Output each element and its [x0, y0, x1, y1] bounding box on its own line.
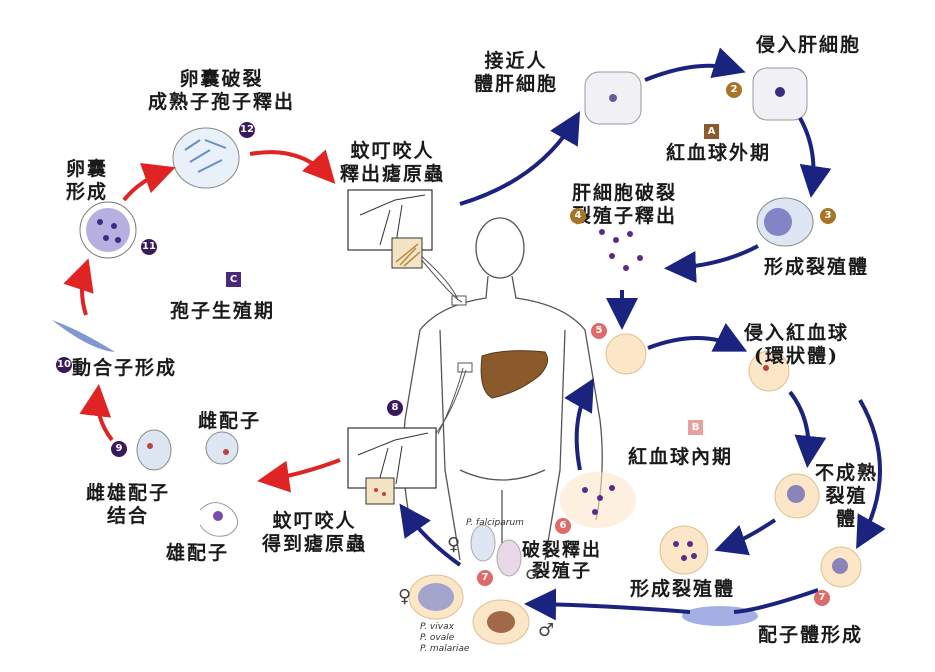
label-immature-schizont: 不成熟 裂殖 體	[815, 462, 878, 531]
label-line: 侵入紅血球	[744, 322, 850, 344]
stage-marker-c: C	[226, 272, 241, 287]
label-approach-liver: 接近人 體肝細胞	[474, 50, 558, 96]
label-line: 成熟子孢子釋出	[148, 91, 296, 113]
label-sporogony: 孢子生殖期	[170, 300, 276, 322]
step-badge-6: 6	[555, 518, 571, 534]
label-oocyst: 卵囊 形成	[66, 158, 108, 204]
species-others: P. vivax P. ovale P. malariae	[420, 622, 469, 655]
female-symbol: ♀	[398, 586, 412, 607]
label-line: 蚊叮咬人	[350, 140, 435, 162]
label-rbc-schizont: 形成裂殖體	[630, 578, 736, 600]
rbc-gametocyte	[820, 546, 862, 588]
label-line: 體肝細胞	[474, 73, 559, 95]
species-falciparum: P. falciparum	[466, 518, 524, 528]
label-gametocyte: 配子體形成	[758, 624, 864, 646]
step-badge-11: 11	[141, 239, 157, 255]
human-cycle-arrows	[399, 47, 886, 621]
liver-merozoites	[590, 222, 650, 276]
gametocyte-other-species	[408, 574, 530, 645]
microgamete	[199, 502, 239, 537]
connector-lines	[411, 247, 467, 441]
label-line: 蚊叮咬人	[272, 510, 357, 532]
label-line: 裂殖子	[532, 561, 592, 582]
label-line: 雌雄配子	[86, 482, 171, 504]
rbc-ring-stage	[748, 350, 790, 392]
label-invade-liver: 侵入肝細胞	[756, 34, 862, 56]
step-badge-2: 2	[726, 82, 742, 98]
label-erythrocytic: 紅血球內期	[628, 446, 734, 468]
label-liver-schizont: 形成裂殖體	[764, 256, 870, 278]
label-line: 不成熟	[815, 462, 879, 484]
label-line: 得到瘧原蟲	[262, 533, 368, 555]
species-line: P. ovale	[420, 633, 455, 643]
label-line: 體	[836, 508, 858, 530]
female-symbol: ♀	[447, 534, 461, 555]
label-exo-erythrocytic: 紅血球外期	[666, 142, 772, 164]
label-line: (環狀體)	[754, 345, 839, 367]
liver-cell-approach	[584, 71, 642, 125]
liver-organ	[480, 350, 549, 399]
label-bite-release: 蚊叮咬人 釋出瘧原蟲	[340, 140, 445, 186]
label-line: 接近人	[484, 50, 548, 72]
step-badge-10: 10	[56, 357, 72, 373]
rbc-merozoite-entry	[605, 333, 647, 375]
male-symbol: ♂	[525, 563, 542, 584]
macrogamete	[205, 431, 239, 465]
label-macrogamete: 雌配子	[198, 410, 262, 432]
liver-cell-invaded	[752, 67, 808, 121]
label-line: 裂殖子釋出	[572, 205, 678, 227]
oocyst	[79, 201, 137, 259]
step-badge-3: 3	[820, 208, 836, 224]
label-rupture-merozoite: 破裂釋出 裂殖子	[522, 540, 602, 582]
liver-schizont	[756, 197, 814, 247]
gametocyte-falciparum	[470, 524, 522, 577]
label-line: 卵囊	[66, 158, 109, 180]
label-bite-take: 蚊叮咬人 得到瘧原蟲	[262, 510, 367, 556]
rbc-immature-schizont	[774, 473, 820, 519]
step-badge-12: 12	[239, 122, 255, 138]
zygote	[136, 429, 172, 471]
label-line: 裂殖	[825, 485, 868, 507]
species-line: P. vivax	[420, 622, 454, 632]
male-symbol: ♂	[538, 620, 555, 641]
mosquito-box-top	[347, 189, 433, 269]
step-badge-9: 9	[111, 441, 127, 457]
rbc-rupture	[560, 472, 636, 528]
step-badge-5: 5	[591, 323, 607, 339]
ookinete	[52, 320, 115, 352]
label-cyst-rupture: 卵囊破裂 成熟子孢子釋出	[148, 68, 295, 114]
label-line: 形成	[66, 181, 109, 203]
mosquito-cycle-arrows	[63, 149, 341, 493]
label-line: 结合	[107, 505, 150, 527]
label-line: 破裂釋出	[522, 540, 602, 561]
label-line: 卵囊破裂	[179, 68, 264, 90]
label-invade-rbc: 侵入紅血球 (環狀體)	[744, 322, 849, 368]
stage-marker-b: B	[688, 420, 703, 435]
label-ookinete: 動合子形成	[72, 357, 178, 379]
step-badge-8: 8	[387, 400, 403, 416]
mosquito-box-bottom	[347, 427, 437, 505]
stage-marker-a: A	[704, 124, 719, 139]
rbc-mature-schizont	[659, 525, 709, 575]
species-line: P. malariae	[420, 644, 470, 654]
label-microgamete: 雄配子	[166, 542, 230, 564]
label-fertilization: 雌雄配子 结合	[86, 482, 170, 528]
skin-marker-lower	[457, 362, 473, 373]
label-liver-rupture: 肝細胞破裂 裂殖子釋出	[572, 182, 677, 228]
sporozoite-cyst	[172, 127, 240, 189]
label-line: 釋出瘧原蟲	[340, 163, 446, 185]
label-line: 肝細胞破裂	[572, 182, 678, 204]
step-badge-7: 7	[814, 590, 830, 606]
step-badge-7: 7	[477, 570, 493, 586]
step-badge-4: 4	[570, 208, 586, 224]
